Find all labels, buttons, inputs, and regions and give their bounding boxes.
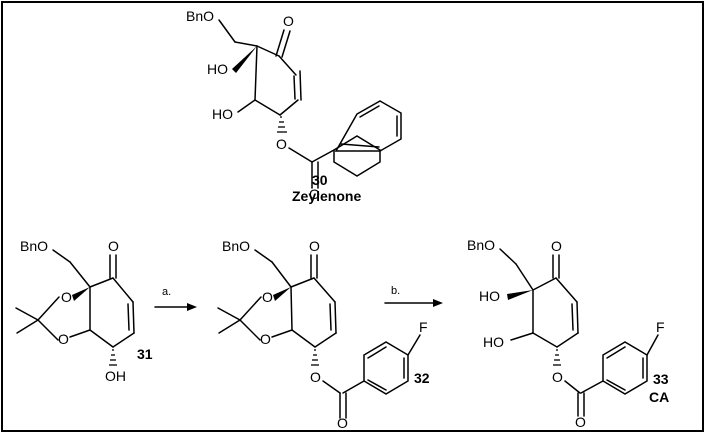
- compound-32: BnO O O O O O: [217, 238, 430, 431]
- carbonyl-oxygen-label: O: [575, 414, 586, 430]
- step-b-label: b.: [391, 285, 400, 297]
- fluorine-label: F: [656, 319, 665, 335]
- bno-label: BnO: [186, 8, 214, 24]
- ketone-oxygen-label: O: [108, 238, 119, 254]
- compound-number: 32: [414, 370, 430, 386]
- ketone-oxygen-label: O: [283, 13, 294, 29]
- compound-number: 33: [653, 371, 669, 387]
- acetonide-oxygen-label: O: [262, 289, 273, 305]
- acetonide-oxygen-label: O: [61, 289, 72, 305]
- bno-label: BnO: [467, 237, 495, 253]
- ester-oxygen-label: O: [552, 369, 563, 385]
- fluorine-label: F: [419, 319, 428, 335]
- bno-label: BnO: [222, 238, 250, 254]
- compound-number: 30: [312, 172, 328, 188]
- oh-label: OH: [105, 368, 126, 384]
- reaction-arrow-a: a.: [154, 286, 197, 311]
- ester-oxygen-label: O: [276, 136, 287, 152]
- ester-oxygen-label: O: [310, 369, 321, 385]
- ho-label: HO: [479, 288, 500, 304]
- bno-label: BnO: [20, 238, 48, 254]
- carbonyl-oxygen-label: O: [309, 186, 320, 202]
- ho-label: HO: [212, 106, 233, 122]
- ho-label: HO: [483, 334, 504, 350]
- compound-33: BnO O HO HO O O: [467, 237, 669, 430]
- compound-number: 31: [137, 346, 153, 362]
- reaction-arrow-b: b.: [384, 285, 443, 307]
- compound-name: Zeylenone: [292, 188, 361, 204]
- acetonide-oxygen-label: O: [58, 331, 69, 347]
- compound-name: CA: [649, 389, 669, 405]
- acetonide-oxygen-label: O: [260, 331, 271, 347]
- carbonyl-oxygen-label: O: [337, 415, 348, 431]
- compound-30: BnO O HO HO O O: [186, 8, 402, 204]
- ho-label: HO: [207, 61, 228, 77]
- ketone-oxygen-label: O: [309, 238, 320, 254]
- ketone-oxygen-label: O: [551, 238, 562, 254]
- compound-31: BnO O O O OH 31: [15, 238, 153, 384]
- step-a-label: a.: [162, 286, 171, 298]
